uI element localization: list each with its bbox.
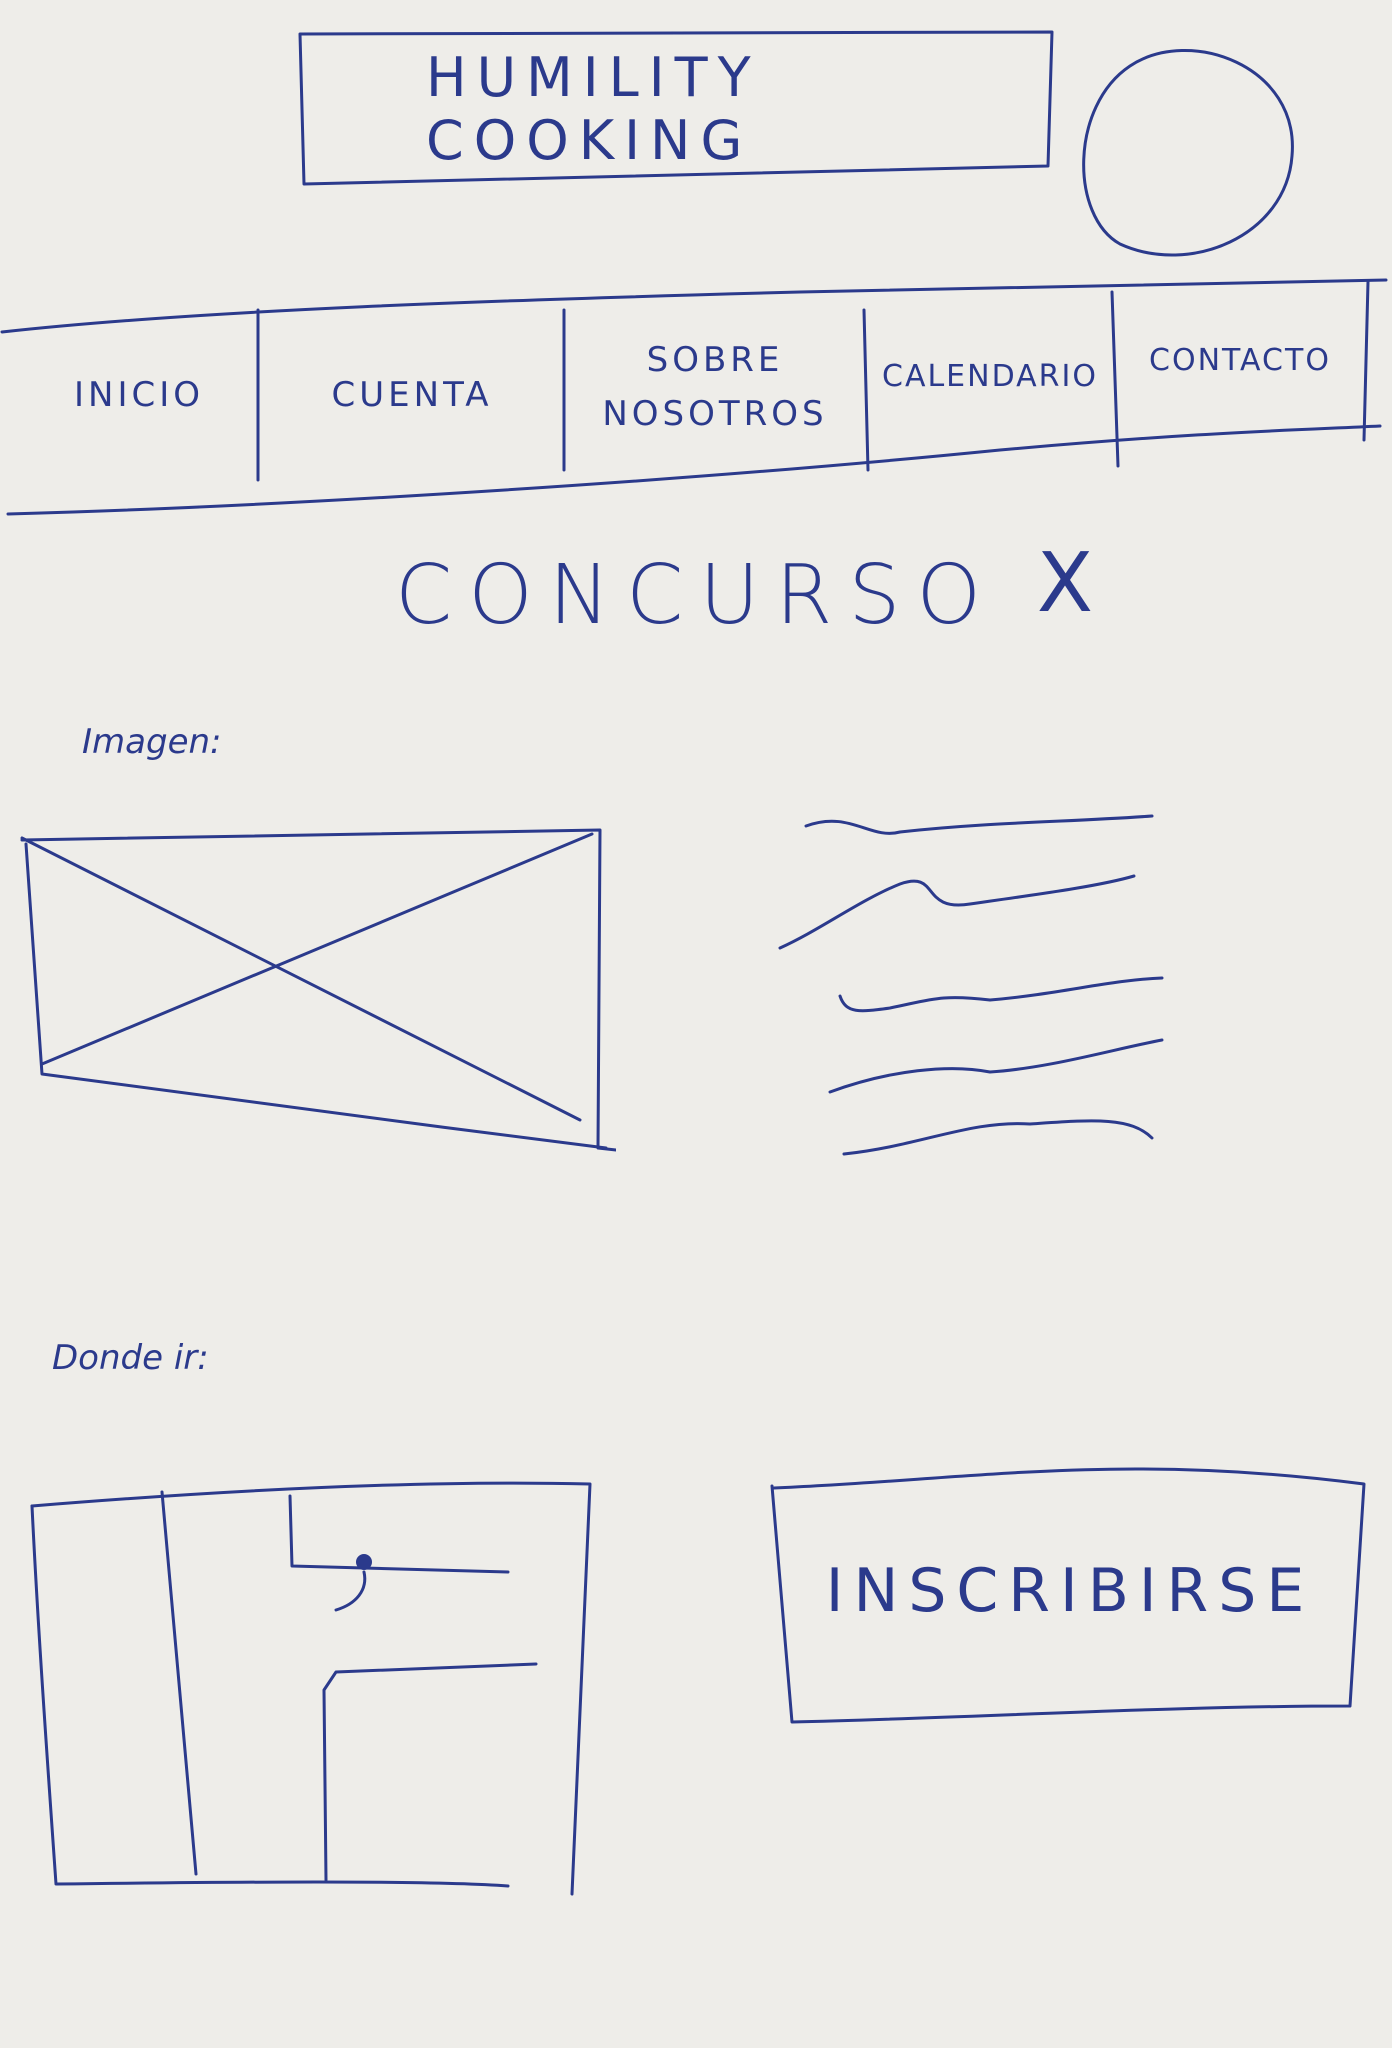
nav-item-cuenta[interactable]: CUENTA <box>331 374 493 415</box>
map-icon[interactable] <box>28 1470 600 1900</box>
signup-button-border <box>770 1467 1366 1724</box>
circle-logo-icon[interactable] <box>1070 36 1300 268</box>
nav-item-inicio[interactable]: INICIO <box>73 374 205 415</box>
signup-label: INSCRIBIRSE <box>825 1556 1315 1626</box>
text-placeholder-lines <box>778 814 1164 1156</box>
site-title: HUMILITY COOKING <box>426 46 761 172</box>
nav-item-calendario[interactable]: CALENDARIO <box>882 359 1098 394</box>
signup-button[interactable]: INSCRIBIRSE <box>768 1450 1372 1732</box>
close-icon[interactable]: X <box>1036 535 1094 631</box>
contest-title: CONCURSO <box>395 547 997 643</box>
nav-item-contacto[interactable]: CONTACTO <box>1149 343 1331 378</box>
nav-item-sobre-nosotros[interactable]: SOBRE NOSOTROS <box>602 339 828 434</box>
brand-box <box>298 30 1054 186</box>
image-label: Imagen: <box>82 722 222 762</box>
nav-bar <box>0 278 1388 516</box>
image-placeholder-icon[interactable] <box>16 808 616 1158</box>
location-label: Donde ir: <box>52 1338 209 1378</box>
